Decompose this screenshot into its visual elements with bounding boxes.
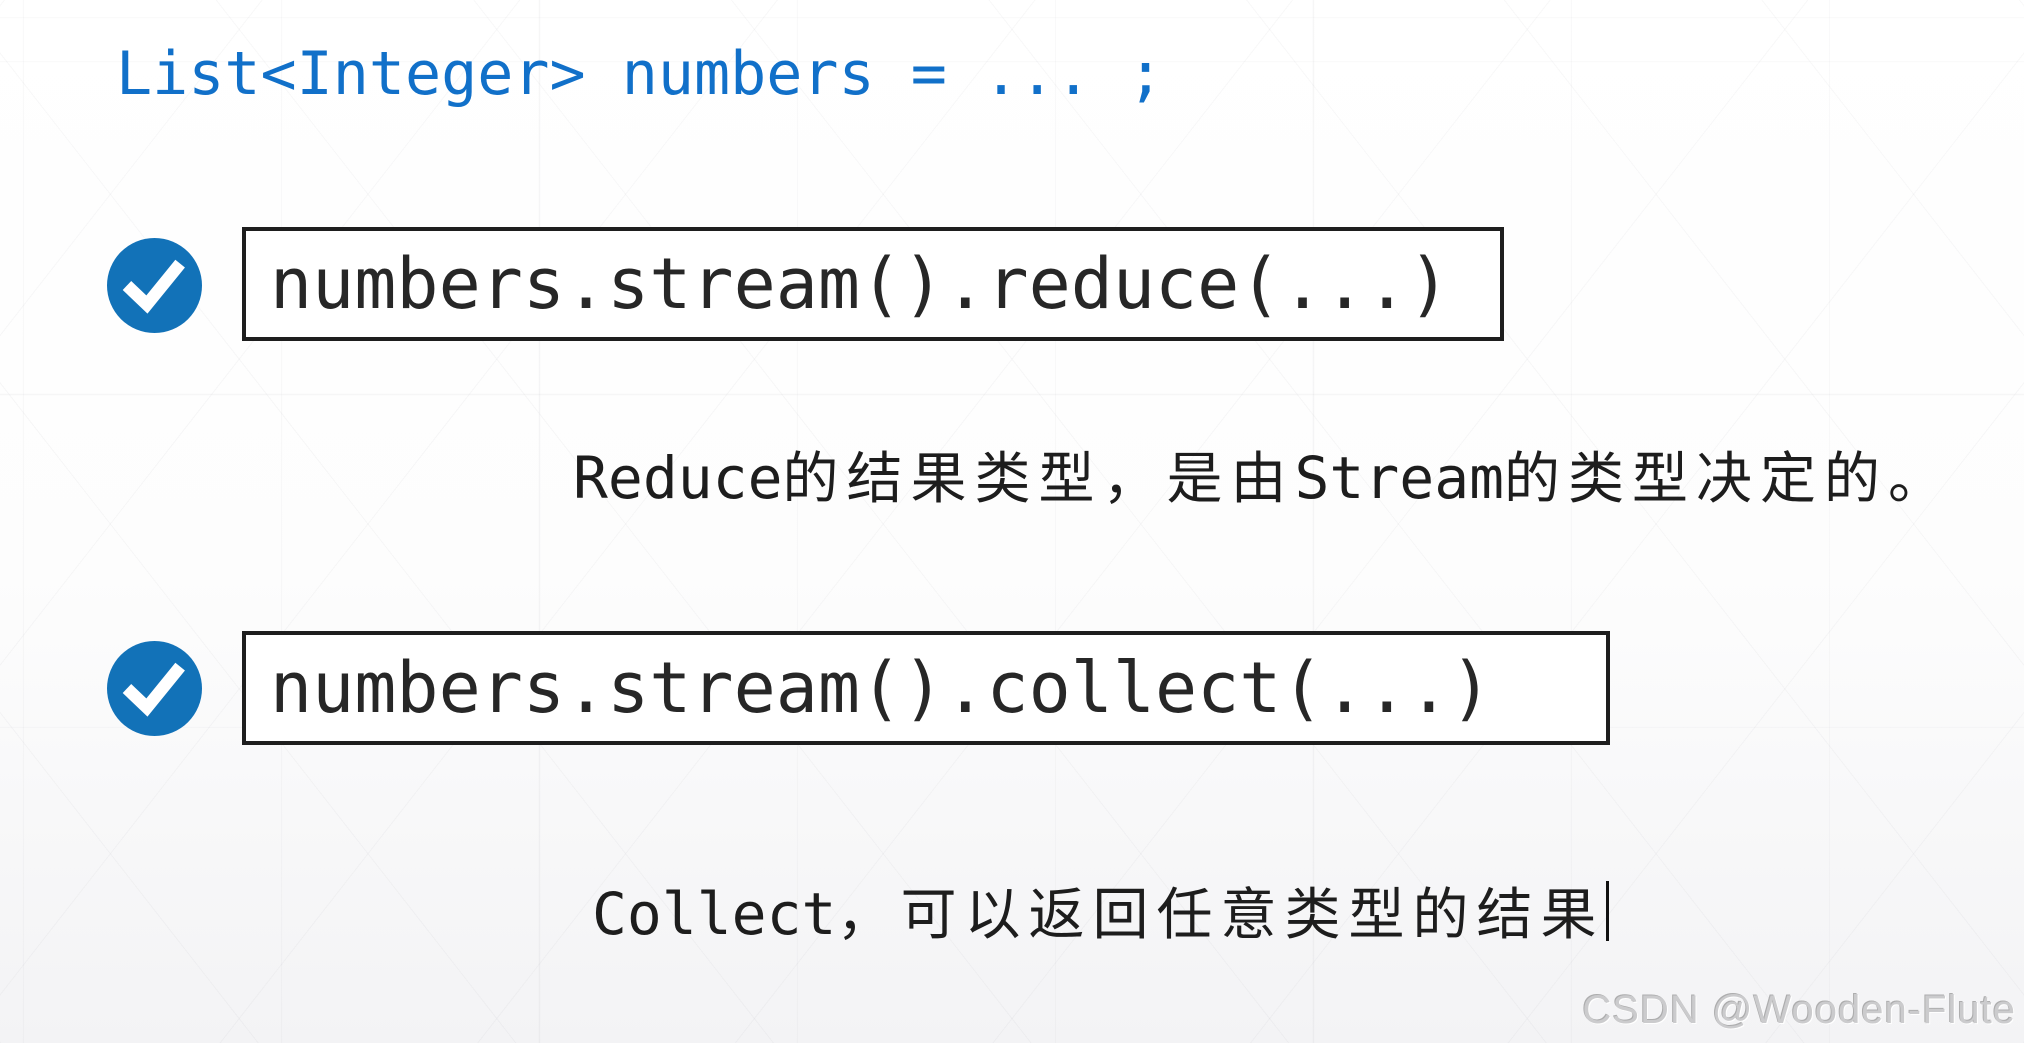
code-text-reduce: numbers.stream().reduce(...) xyxy=(270,243,1451,325)
check-circle-icon xyxy=(107,641,202,736)
caption-cjk: 的类型决定的。 xyxy=(1504,449,1953,511)
caption-collect[interactable]: Collect，可以返回任意类型的结果 xyxy=(592,870,1610,951)
caption-latin: Reduce xyxy=(573,444,783,512)
text-cursor xyxy=(1606,880,1610,941)
watermark: CSDN @Wooden-Flute xyxy=(1582,988,2016,1032)
code-text-collect: numbers.stream().collect(...) xyxy=(270,647,1493,729)
check-circle-icon[interactable] xyxy=(107,238,202,333)
code-box-collect[interactable]: numbers.stream().collect(...) xyxy=(242,631,1610,745)
caption-cjk: ，可以返回任意类型的结果 xyxy=(836,885,1605,947)
caption-latin: Collect xyxy=(592,880,837,948)
caption-cjk: 的结果类型，是由 xyxy=(782,449,1295,511)
check-circle-icon[interactable] xyxy=(107,641,202,736)
code-declaration[interactable]: List<Integer> numbers = ... ; xyxy=(116,39,1164,109)
caption-latin: Stream xyxy=(1294,444,1505,512)
code-box-reduce[interactable]: numbers.stream().reduce(...) xyxy=(242,227,1504,341)
check-circle-icon xyxy=(107,238,202,333)
